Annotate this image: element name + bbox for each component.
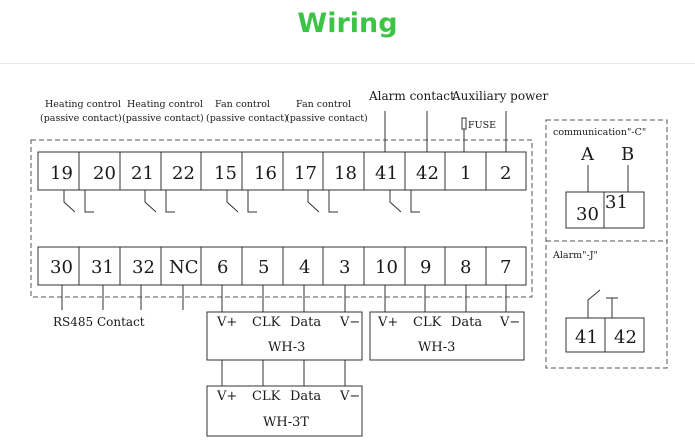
label-heating-1-line1: Heating control: [45, 99, 121, 110]
top-terminal-strip: 19 20 21 22 15 16 17 18 41 42 1 2: [37, 151, 527, 191]
wh3-left-name: WH-3: [268, 340, 305, 355]
wh3-right-module: V+ CLK Data V− WH-3: [369, 311, 525, 361]
comm-terminal-30: 30: [576, 204, 599, 225]
label-heating-2-line1: Heating control: [127, 99, 203, 110]
label-fuse: FUSE: [468, 120, 496, 131]
relay-contact-icon: [63, 190, 94, 213]
main-enclosure: [30, 139, 533, 298]
relay-contact-icon: [307, 190, 338, 213]
wh3t-vminus: V−: [339, 389, 360, 404]
terminal-17: 17: [294, 163, 317, 184]
terminal-20: 20: [93, 163, 116, 184]
comm-terminal-31: 31: [605, 192, 628, 213]
label-fan-1-line1: Fan control: [215, 99, 270, 110]
terminal-42: 42: [416, 163, 439, 184]
bottom-terminal-strip: 30 31 32 NC 6 5 4 3 10 9 8 7: [37, 246, 527, 286]
terminal-3: 3: [339, 257, 350, 278]
wh3-left-data: Data: [290, 315, 321, 330]
page-title: Wiring: [297, 8, 398, 39]
alarm-terminal-42: 42: [614, 327, 637, 348]
wh3t-data: Data: [290, 389, 321, 404]
terminal-41: 41: [375, 163, 398, 184]
alarm-option-title: Alarm"-J": [552, 250, 598, 261]
relay-contact-icon: [226, 190, 257, 213]
relay-contact-icon: [389, 190, 420, 213]
terminal-2: 2: [500, 163, 511, 184]
options-enclosure: [545, 119, 668, 369]
label-heating-1-line2: (passive contact): [40, 113, 122, 124]
label-fan-2-line1: Fan control: [296, 99, 351, 110]
terminal-8: 8: [460, 257, 471, 278]
wh3-left-module: V+ CLK Data V− WH-3: [206, 311, 363, 361]
comm-a-label: A: [580, 144, 595, 165]
alarm-terminal-41: 41: [575, 327, 598, 348]
comm-b-label: B: [621, 144, 634, 165]
label-auxiliary-power: Auxiliary power: [451, 89, 548, 103]
wh3t-module: V+ CLK Data V− WH-3T: [206, 385, 363, 437]
terminal-5: 5: [258, 257, 269, 278]
terminal-9: 9: [420, 257, 431, 278]
wh3-left-clk: CLK: [252, 315, 281, 330]
terminal-7: 7: [500, 257, 511, 278]
wh3-right-clk: CLK: [413, 315, 442, 330]
wh3-left-vminus: V−: [339, 315, 360, 330]
terminal-16: 16: [254, 163, 277, 184]
label-rs485-contact: RS485 Contact: [53, 315, 145, 329]
terminal-15: 15: [214, 163, 237, 184]
relay-contact-icon: [144, 190, 175, 213]
wh3-right-data: Data: [451, 315, 482, 330]
communication-option: communication"-C" A B 30 31: [553, 127, 646, 229]
terminal-1: 1: [460, 163, 471, 184]
terminal-19: 19: [50, 163, 73, 184]
wh3-right-vminus: V−: [499, 315, 520, 330]
wh3-right-name: WH-3: [418, 340, 455, 355]
label-alarm-contact: Alarm contact: [368, 89, 455, 103]
terminal-10: 10: [375, 257, 398, 278]
terminal-4: 4: [299, 257, 310, 278]
alarm-option: Alarm"-J" 41 42: [552, 250, 645, 353]
label-fan-2-line2: (passive contact): [286, 113, 368, 124]
fuse-icon: [461, 117, 467, 130]
comm-title: communication"-C": [553, 127, 646, 138]
terminal-22: 22: [172, 163, 195, 184]
terminal-nc: NC: [169, 257, 199, 278]
alarm-relay-icon: [587, 289, 613, 318]
wh3-right-vplus: V+: [377, 315, 398, 330]
wh3t-clk: CLK: [252, 389, 281, 404]
wh3-left-vplus: V+: [216, 315, 237, 330]
terminal-21: 21: [131, 163, 154, 184]
label-heating-2-line2: (passive contact): [122, 113, 204, 124]
title-divider: [0, 63, 695, 64]
terminal-31: 31: [91, 257, 114, 278]
wh3t-name: WH-3T: [263, 415, 309, 430]
wh3t-vplus: V+: [216, 389, 237, 404]
terminal-6: 6: [217, 257, 228, 278]
label-fan-1-line2: (passive contact): [206, 113, 288, 124]
terminal-30: 30: [50, 257, 73, 278]
terminal-32: 32: [132, 257, 155, 278]
terminal-18: 18: [334, 163, 357, 184]
